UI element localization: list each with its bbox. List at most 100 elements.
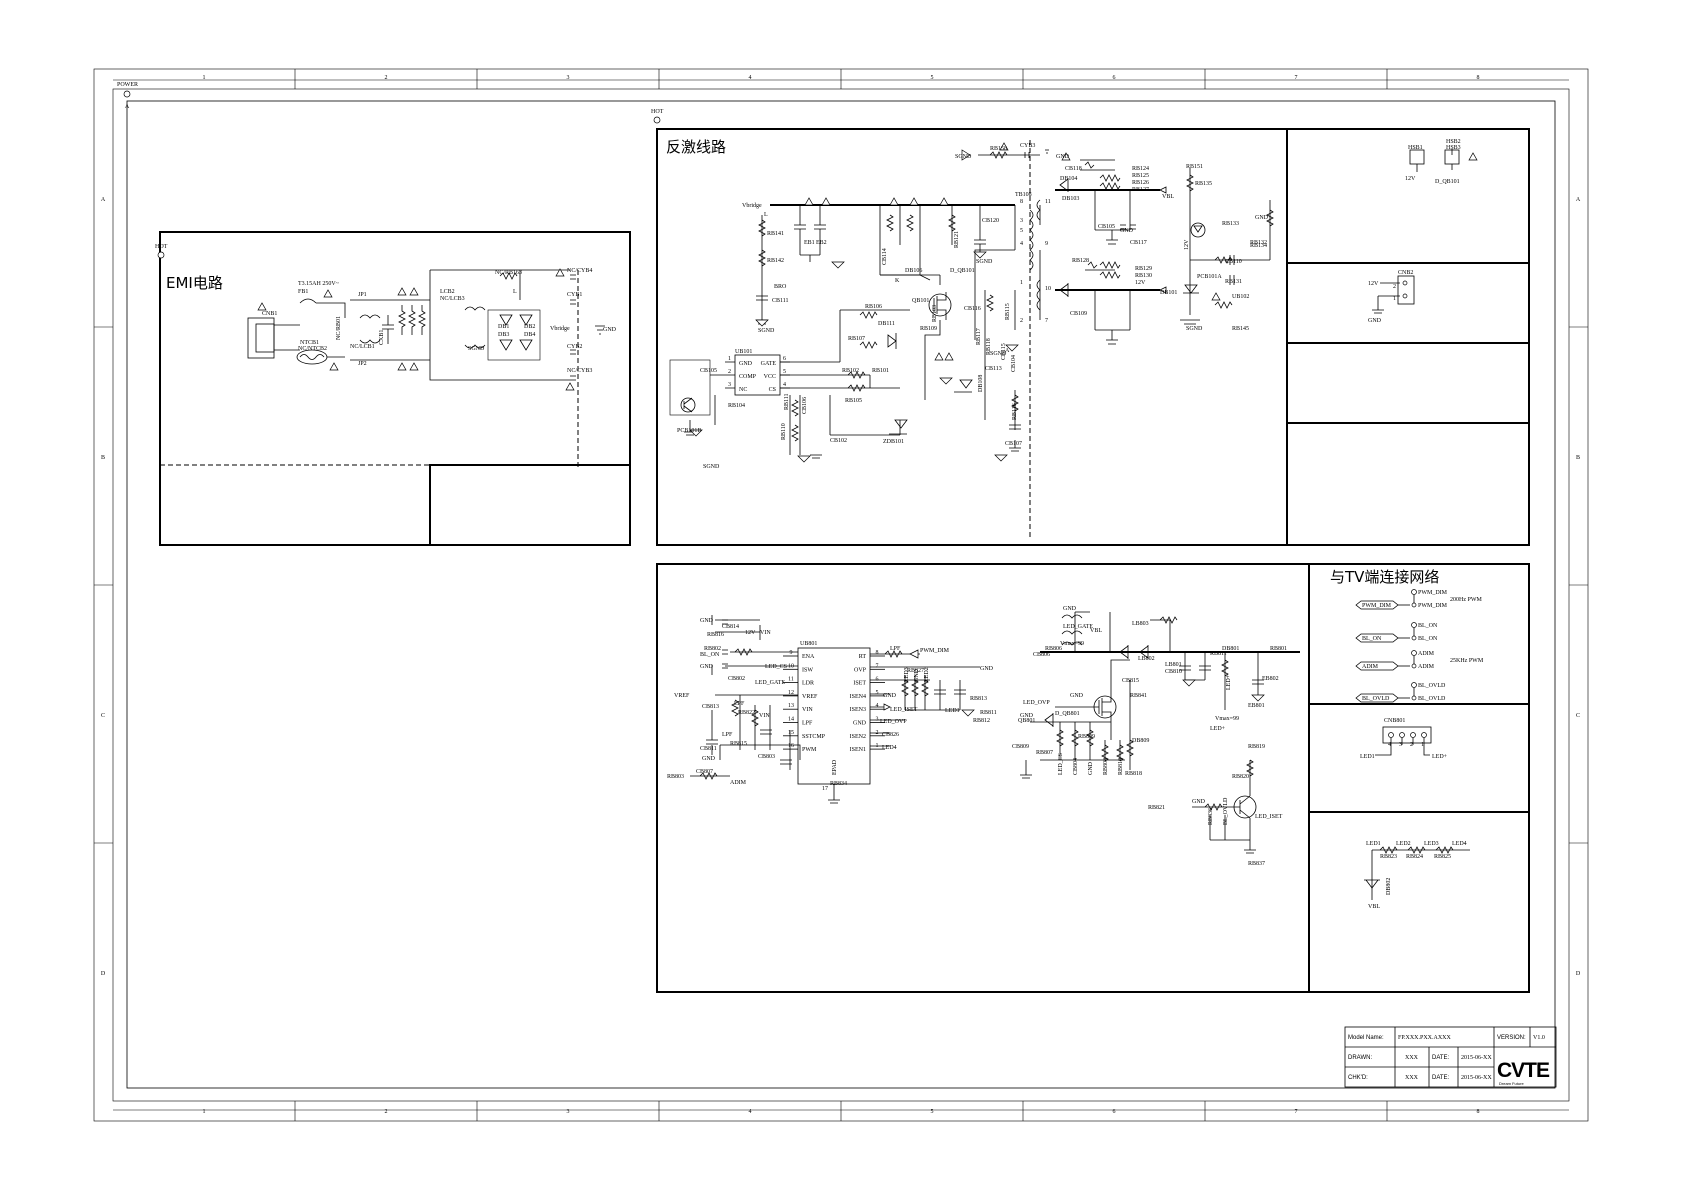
tv-signal-port: BL_OVLD: [1362, 696, 1390, 702]
led-driver-component-label: RB803: [667, 774, 684, 780]
flyback-component-label: TB108: [1015, 192, 1032, 198]
led-driver-component-label: GND: [1063, 606, 1077, 612]
row-label-left: D: [101, 971, 106, 977]
flyback-ground-symbols: [689, 149, 1019, 463]
column-label-top: 5: [931, 75, 934, 81]
flyback-component-label: CB102: [830, 438, 847, 444]
flyback-component-label: CB105: [700, 368, 717, 374]
flyback-component-label: EB2: [816, 240, 827, 246]
row-label-right: C: [1576, 713, 1580, 719]
ub101-pin-name: GATE: [761, 361, 777, 367]
led-driver-component-label: VIN: [760, 630, 771, 636]
emi-component-label: JP2: [358, 361, 367, 367]
led-driver-component-label: LED1: [945, 708, 960, 714]
flyback-component-label: RB115: [1005, 303, 1011, 320]
led-driver-component-label: LB801: [1165, 662, 1182, 668]
transformer-pin-number: 8: [1020, 199, 1023, 205]
flyback-component-label: 12V: [1184, 239, 1190, 250]
led-driver-component-label: CB809: [1012, 744, 1029, 750]
ub101-pin-number: 1: [728, 356, 731, 362]
row-label-right: A: [1576, 197, 1581, 203]
heatsink-label: D_QB101: [1435, 179, 1460, 185]
led-driver-component-label: RB822: [738, 710, 755, 716]
flyback-component-label: 12V: [1135, 280, 1146, 286]
led-driver-component-label: LB803: [1132, 621, 1149, 627]
column-label-top: 8: [1477, 75, 1480, 81]
flyback-title: 反激线路: [666, 138, 726, 156]
flyback-component-label: L: [764, 212, 768, 218]
power-label: POWER: [117, 82, 138, 88]
led-driver-component-label: RB806: [1045, 646, 1062, 652]
tv-signal-note: 200Hz PWM: [1450, 597, 1482, 603]
ub801-pin-number: 13: [788, 703, 794, 709]
led-driver-component-label: LED_CS: [1058, 753, 1064, 775]
ic-ub801-epad: EPAD: [832, 759, 838, 775]
optocoupler-pcb101b: [669, 359, 711, 416]
led-network-label: LED1: [1366, 841, 1381, 847]
flyback-component-label: PCB101B: [677, 428, 701, 434]
flyback-component-label: EB1: [804, 240, 815, 246]
led-driver-component-label: EB801: [1248, 703, 1265, 709]
led-driver-component-label: RB816: [707, 632, 724, 638]
led-driver-component-label: QB801: [1018, 718, 1035, 724]
led-network-label: RB824: [1406, 854, 1423, 860]
ub801-pin-name: LDR: [802, 681, 814, 687]
cnb2-label: 1: [1393, 296, 1396, 302]
led-driver-component-label: RB837: [1248, 861, 1265, 867]
transformer-pin-number: 11: [1045, 199, 1051, 205]
led-driver-component-label: RB820: [1232, 774, 1249, 780]
ub801-pin-number: 8: [876, 650, 879, 656]
emi-component-label: NC/NTCB2: [298, 346, 327, 352]
cnb2-label: 12V: [1368, 281, 1379, 287]
led-driver-component-label: GND: [914, 668, 920, 682]
flyback-component-label: SGND: [758, 328, 775, 334]
flyback-component-label: QB101: [912, 298, 929, 304]
column-label-top: 3: [567, 75, 570, 81]
row-label-left: A: [101, 197, 106, 203]
transformer-pin-number: 1: [1020, 280, 1023, 286]
flyback-component-label: DB111: [878, 321, 895, 327]
emi-component-label: DB3: [498, 332, 509, 338]
tv-signal-testpoint: BL_ON: [1418, 623, 1438, 629]
flyback-component-label: RB127: [1132, 187, 1149, 193]
flyback-component-label: GND: [1255, 215, 1269, 221]
emi-component-label: NC/LCB3: [440, 296, 465, 302]
led-network-label: LED4: [1452, 841, 1467, 847]
led-driver-component-label: CB810: [1165, 669, 1182, 675]
led-driver-component-label: LED_GATE: [1063, 624, 1093, 630]
led-connector-label: 2: [1410, 742, 1413, 748]
led-driver-component-label: LED+: [1210, 726, 1226, 732]
emi-section: EMI电路 HOT T3.15AH 250V~: [155, 231, 631, 546]
flyback-component-label: CB105: [1098, 224, 1115, 230]
flyback-component-label: BRO: [774, 284, 787, 290]
flyback-component-label: RB145: [1232, 326, 1249, 332]
flyback-component-label: RB111: [784, 393, 790, 410]
ub801-pin-name: VIN: [802, 707, 813, 713]
led-driver-component-label: RB807: [1036, 750, 1053, 756]
led-driver-component-label: Vmax=99: [1060, 641, 1084, 647]
led-driver-component-label: RB811: [980, 710, 997, 716]
checked-date-label: DATE:: [1432, 1075, 1450, 1081]
model-name-value: FP.XXX.PXX.AXXX: [1398, 1035, 1452, 1041]
flyback-component-label: RB121: [954, 231, 960, 248]
led-driver-section: UB801 EPAD 17 9ENA10ISW11LDR12VREF13VIN1…: [656, 563, 1310, 993]
secondary-rectifiers: [1059, 159, 1121, 297]
column-label-bottom: 6: [1113, 1109, 1116, 1115]
flyback-component-label: K: [895, 278, 900, 284]
column-label-bottom: 1: [203, 1109, 206, 1115]
flyback-warning-icons: [804, 142, 1221, 361]
emi-component-label: FB1: [298, 289, 308, 295]
flyback-component-label: RB142: [767, 258, 784, 264]
power-marker: POWER A: [117, 82, 138, 110]
title-block: Model Name: FP.XXX.PXX.AXXX VERSION: V1.…: [1344, 1026, 1557, 1088]
ub801-pin-number: 9: [790, 650, 793, 656]
led-driver-component-label: RB834: [830, 781, 847, 787]
flyback-component-label: RB125: [1132, 173, 1149, 179]
led-driver-component-label: VBL: [1090, 628, 1102, 634]
ub801-pin-number: 3: [876, 717, 879, 723]
tv-signal-net: PWM_DIM: [1418, 603, 1448, 609]
